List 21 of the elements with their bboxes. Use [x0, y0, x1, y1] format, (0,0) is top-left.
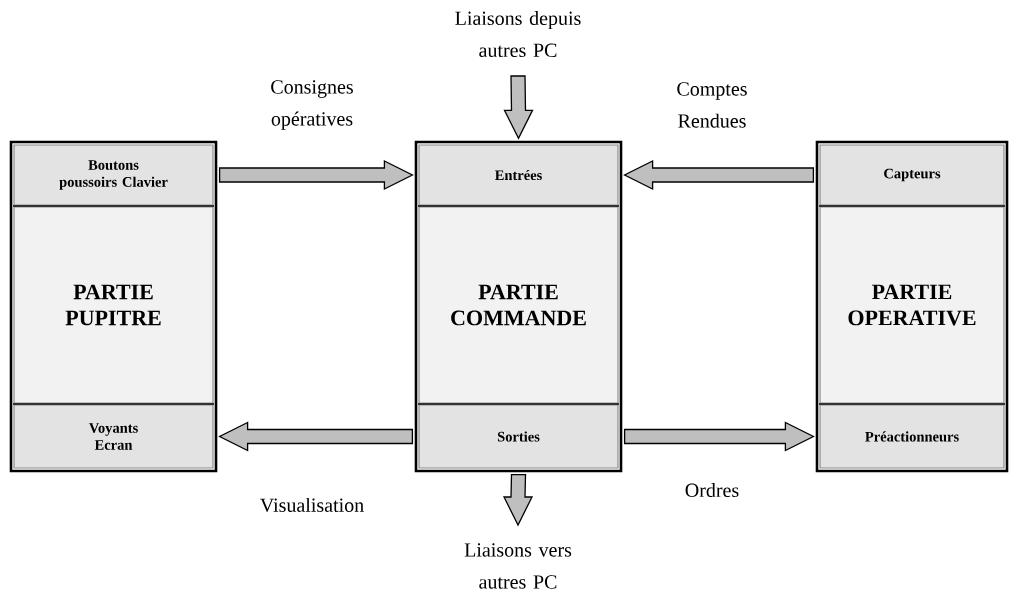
- part-box: PARTIE PUPITRE: [13, 206, 214, 404]
- port-box: Boutons poussoirs Clavier: [13, 144, 214, 206]
- edge-label: Comptes Rendues: [677, 82, 747, 128]
- part-box: PARTIE OPERATIVE: [819, 206, 1005, 404]
- block-arrow: [218, 159, 414, 191]
- block-arrow: [623, 421, 815, 452]
- edge-label: Liaisons vers autres PC: [464, 543, 572, 589]
- port-box: Entrées: [418, 144, 619, 206]
- port-box: Sorties: [418, 404, 619, 469]
- edge-label: Visualisation: [260, 497, 364, 513]
- edge-label: Ordres: [685, 482, 739, 497]
- edge-label: Liaisons depuis autres PC: [455, 10, 581, 57]
- part-box: PARTIE COMMANDE: [418, 206, 619, 404]
- port-box: Préactionneurs: [819, 404, 1005, 469]
- edge-label: Consignes opératives: [271, 80, 353, 130]
- block-arrow: [218, 421, 414, 452]
- block-arrow: [623, 159, 815, 191]
- port-box: Capteurs: [819, 144, 1005, 206]
- port-box: Voyants Ecran: [13, 404, 214, 469]
- block-arrow: [502, 473, 534, 527]
- block-arrow: [503, 75, 534, 140]
